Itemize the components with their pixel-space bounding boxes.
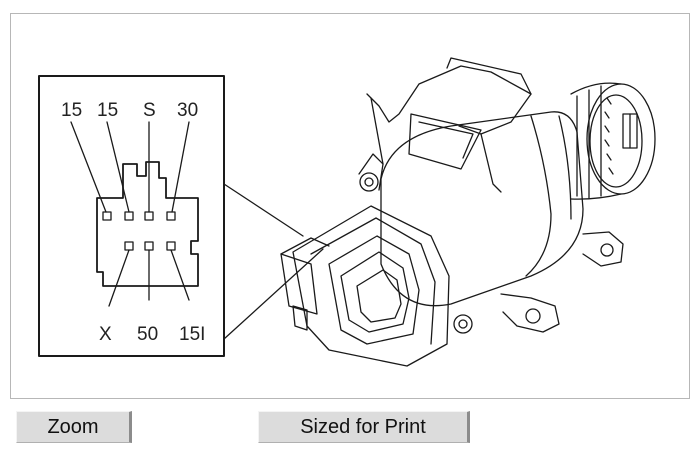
pin-label-bottom-1: X: [99, 324, 112, 345]
terminal-pin: [144, 211, 154, 221]
pin-label-bottom-3: 15I: [179, 324, 205, 345]
leader-line: [170, 249, 190, 301]
terminal-pin: [144, 241, 154, 251]
pin-label-bottom-2: 50: [137, 324, 158, 345]
leader-line: [171, 121, 190, 213]
pin-label-top-3: S: [143, 100, 156, 121]
pin-label-top-2: 15: [97, 100, 118, 121]
terminal-pin: [166, 211, 176, 221]
terminal-pin: [166, 241, 176, 251]
ignition-switch-illustration: [280, 57, 656, 367]
terminal-pin: [102, 211, 112, 221]
zoom-button[interactable]: Zoom: [16, 411, 132, 443]
leader-line: [108, 249, 130, 307]
connector-inset-box: [38, 75, 225, 357]
ignition-switch-diagram: 15 15 S 30 X 50 15I: [38, 57, 656, 367]
connector-outline: [96, 161, 199, 287]
leader-line: [106, 121, 130, 213]
diagram-frame: 15 15 S 30 X 50 15I: [10, 13, 690, 399]
pin-label-top-4: 30: [177, 100, 198, 121]
callout-line: [223, 248, 324, 340]
callout-line: [223, 183, 304, 237]
leader-line: [70, 121, 107, 213]
terminal-pin: [124, 241, 134, 251]
sized-for-print-button[interactable]: Sized for Print: [258, 411, 470, 443]
pin-label-top-1: 15: [61, 100, 82, 121]
terminal-pin: [124, 211, 134, 221]
